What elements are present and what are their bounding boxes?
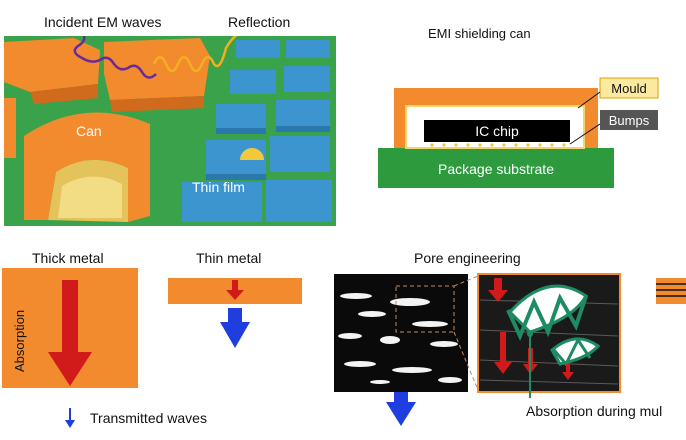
thin-transmitted-arrow bbox=[220, 308, 250, 348]
orange-block-back-right bbox=[104, 38, 210, 100]
bumps-label: Bumps bbox=[609, 113, 650, 128]
porous-material-image bbox=[334, 274, 468, 392]
incident-waves-label: Incident EM waves bbox=[44, 14, 162, 30]
bumps-callout bbox=[600, 110, 658, 130]
layered-sample bbox=[656, 278, 686, 304]
can-label: Can bbox=[76, 123, 102, 139]
chip-label: IC chip bbox=[475, 123, 519, 139]
thin-metal-label: Thin metal bbox=[196, 250, 262, 266]
thin-absorption-arrow bbox=[226, 280, 244, 300]
shielding-scene-illustration: Can Thin film bbox=[4, 36, 336, 226]
small-pore bbox=[550, 337, 601, 366]
absorption-label: Absorption bbox=[12, 310, 27, 372]
multi-reflection-path bbox=[506, 293, 588, 341]
pore-transmitted-arrow bbox=[386, 392, 416, 426]
shielding-mechanism-panels: Absorption bbox=[2, 268, 686, 428]
absorption-multi-label: Absorption during mul bbox=[526, 403, 662, 419]
mould-leader bbox=[577, 91, 601, 109]
orange-block-edge bbox=[4, 98, 16, 158]
emi-title: EMI shielding can bbox=[428, 26, 531, 41]
zoom-box bbox=[395, 285, 455, 333]
thin-film-label: Thin film bbox=[192, 179, 245, 195]
reflection-label: Reflection bbox=[228, 14, 291, 30]
emi-shielding-can-diagram: Package substrate IC chip Mould Bumps bbox=[378, 77, 659, 188]
bumps-leader bbox=[569, 123, 601, 145]
can-shape bbox=[24, 112, 150, 222]
thick-absorption-arrow bbox=[48, 280, 92, 386]
transmitted-waves-label: Transmitted waves bbox=[90, 410, 207, 426]
incident-wave bbox=[73, 36, 157, 79]
thick-metal-label: Thick metal bbox=[32, 250, 104, 266]
reflection-spot bbox=[240, 148, 264, 160]
transmitted-legend-arrow bbox=[65, 408, 75, 428]
ic-chip bbox=[424, 120, 570, 142]
pore-engineering-label: Pore engineering bbox=[414, 250, 521, 266]
substrate-label: Package substrate bbox=[438, 161, 554, 177]
pores bbox=[338, 293, 462, 384]
reflected-wave bbox=[152, 36, 237, 73]
mould-label: Mould bbox=[611, 81, 646, 96]
thin-film-tiles bbox=[182, 40, 332, 222]
bumps bbox=[430, 143, 566, 147]
orange-block-back-left bbox=[4, 38, 100, 92]
package-substrate bbox=[378, 148, 614, 188]
mould-callout bbox=[599, 77, 659, 99]
